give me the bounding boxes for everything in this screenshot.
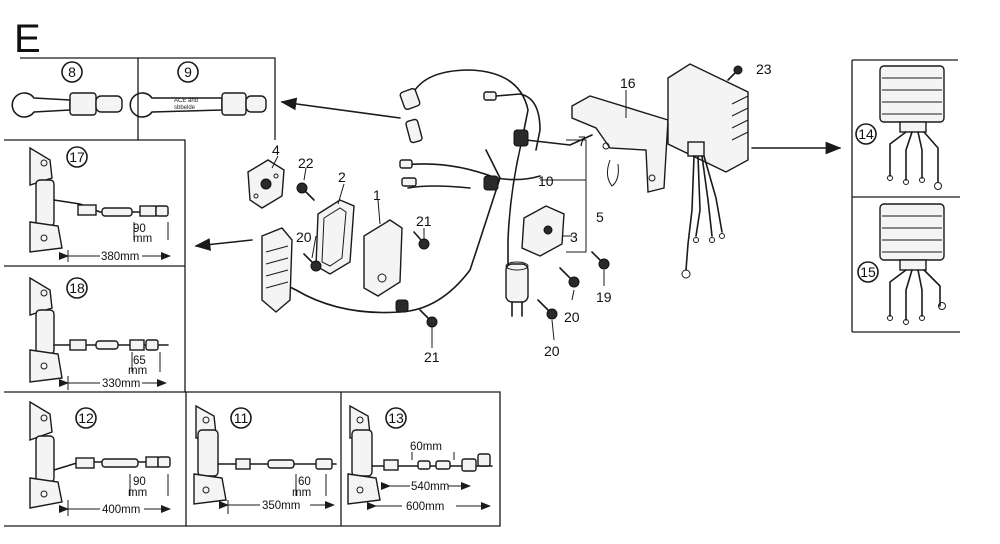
- panel-12-dim-long: 400mm: [102, 504, 140, 516]
- callout-19: 19: [596, 289, 612, 305]
- callout-20-mid: 20: [564, 309, 580, 325]
- callout-circle-15: [857, 261, 879, 283]
- callout-circle-14: [855, 123, 877, 145]
- panel-13-dim-top: 60mm: [410, 441, 442, 453]
- panel-8-number: 8: [68, 64, 76, 80]
- panel-borders: [4, 57, 960, 527]
- callout-20-bottom: 20: [544, 343, 560, 359]
- part-3-relay: [521, 205, 565, 257]
- callout-23: 23: [756, 61, 772, 77]
- panel-13-wire-harness: 13 60mm 540mm 600mm: [347, 404, 493, 513]
- part-16-bracket: [571, 95, 669, 193]
- panel-12-dim-unit: mm: [128, 487, 147, 499]
- callout-7: 7: [578, 133, 586, 149]
- leader-lines: [271, 90, 627, 348]
- panel-9-label-1: ACE and: [174, 98, 198, 104]
- panel-14-rectifier: 14: [855, 65, 945, 190]
- voltage-regulator: [667, 63, 749, 279]
- section-letter: E: [14, 17, 41, 61]
- callout-20-left: 20: [296, 229, 312, 245]
- panel-12-number: 12: [78, 410, 94, 426]
- panel-15-rectifier: 15: [857, 203, 946, 325]
- panel-13-dim-mid: 540mm: [411, 481, 449, 493]
- callout-2: 2: [338, 169, 346, 185]
- part-2-gasket: [315, 199, 355, 275]
- panel-18-number: 18: [69, 280, 85, 296]
- part-4-switch: [247, 159, 285, 209]
- panel-17-number: 17: [69, 149, 85, 165]
- callout-21-top: 21: [416, 213, 432, 229]
- panel-18-dim-short: 65: [133, 355, 146, 367]
- panel-17-dim-long: 380mm: [101, 251, 139, 263]
- panel-18-wire-harness: 18 65 mm 330mm: [29, 276, 169, 390]
- panel-17-wire-harness: 17 90 mm 380mm: [29, 146, 171, 263]
- panel-11-dim-long: 350mm: [262, 500, 300, 512]
- callout-5: 5: [596, 209, 604, 225]
- main-wire-harness: [279, 69, 593, 314]
- panel-18-dim-long: 330mm: [102, 378, 140, 390]
- capacitor: [505, 261, 529, 317]
- callout-circle-18: [66, 277, 88, 299]
- callout-10: 10: [538, 173, 554, 189]
- panel-9-connector: 9 ACE and sbbelde: [129, 61, 267, 118]
- panel-11-dim-short: 60: [298, 476, 311, 488]
- panel-13-number: 13: [388, 410, 404, 426]
- part-1-cover: [363, 219, 403, 297]
- panel-15-number: 15: [860, 264, 876, 280]
- callout-16: 16: [620, 75, 636, 91]
- callout-circle-12: [75, 407, 97, 429]
- callout-circle-9: [177, 61, 199, 83]
- callout-3: 3: [570, 229, 578, 245]
- panel-13-dim-long: 600mm: [406, 501, 444, 513]
- callout-circle-13: [385, 407, 407, 429]
- panel-8-connector: 8: [11, 61, 123, 118]
- panel-17-dim-unit: mm: [133, 233, 152, 245]
- panel-17-dim-short: 90: [133, 223, 146, 235]
- callout-circle-17: [66, 146, 88, 168]
- callout-circle-11: [230, 407, 252, 429]
- panel-12-wire-harness: 12 90 mm 400mm: [29, 400, 171, 516]
- callout-circle-8: [61, 61, 83, 83]
- callout-22: 22: [298, 155, 314, 171]
- callout-1: 1: [373, 187, 381, 203]
- callout-4: 4: [272, 142, 280, 158]
- callout-21-bottom: 21: [424, 349, 440, 365]
- pointer-arrows: [194, 97, 842, 251]
- panel-11-number: 11: [234, 410, 249, 426]
- callout-labels: 4 22 2 1 21 20 21 7 10 5 3 16 23 19 20 2…: [272, 61, 772, 365]
- panel-18-dim-unit: mm: [128, 365, 147, 377]
- panel-11-wire-harness: 11 60 mm 350mm: [193, 404, 337, 514]
- panel-9-label-2: sbbelde: [174, 105, 196, 111]
- fasteners: [296, 65, 743, 328]
- panel-14-number: 14: [858, 126, 874, 142]
- panel-9-number: 9: [184, 64, 192, 80]
- panel-11-dim-unit: mm: [292, 487, 311, 499]
- panel-12-dim-short: 90: [133, 476, 146, 488]
- ignition-coil: [261, 227, 293, 313]
